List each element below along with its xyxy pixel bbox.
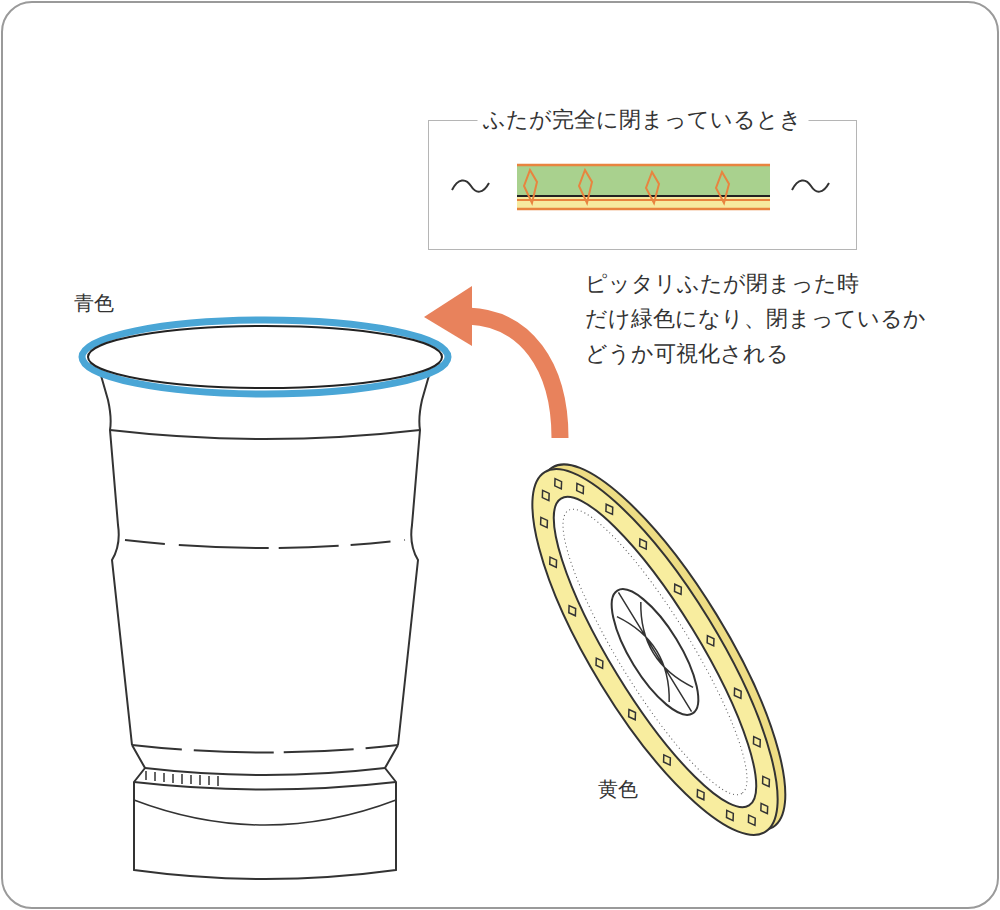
base-hatch <box>146 771 218 786</box>
cup-side <box>398 372 430 745</box>
yellow-layer <box>517 197 770 208</box>
seal-mark <box>552 477 565 491</box>
blue-rim <box>82 320 448 394</box>
cup-collar <box>110 430 420 439</box>
band-seam <box>517 195 770 197</box>
lid-center <box>596 578 714 727</box>
continuation-mark <box>452 180 489 191</box>
seal-mark <box>759 774 772 788</box>
seal-mark <box>539 488 552 502</box>
seal-mark <box>524 170 537 203</box>
seal-mark <box>723 808 736 822</box>
seal-mark <box>626 707 639 721</box>
seal-mark <box>660 753 673 767</box>
base-ring <box>145 768 385 775</box>
cup-rib <box>125 540 405 548</box>
curved-arrow <box>468 316 560 438</box>
cup-base <box>132 745 398 879</box>
seal-mark <box>574 481 587 495</box>
seal-mark <box>593 656 606 670</box>
seal-mark <box>716 172 729 203</box>
seal-mark <box>745 813 758 827</box>
cup-side <box>100 372 132 745</box>
explanation-note: ピッタリふたが閉まった時 だけ緑色になり、閉まっているか どうか可視化される <box>585 266 957 371</box>
cup <box>82 320 448 879</box>
cup-rib <box>132 745 398 753</box>
seal-mark <box>694 787 707 801</box>
inset-box: ふたが完全に閉まっているとき <box>428 120 857 250</box>
seal-mark <box>704 634 717 648</box>
seal-mark <box>579 170 592 203</box>
inset-heading: ふたが完全に閉まっているとき <box>477 106 808 134</box>
color-label: 青色 <box>74 290 114 316</box>
seal-mark <box>537 515 550 529</box>
band-edge <box>517 199 770 201</box>
color-label: 黄色 <box>598 776 638 802</box>
seal-mark <box>636 537 649 551</box>
arrow-head <box>424 286 472 346</box>
lid <box>491 434 827 864</box>
band-edge <box>517 164 770 167</box>
seal-mark <box>750 735 763 749</box>
green-layer <box>517 166 770 196</box>
seal-mark <box>646 172 659 203</box>
lid-hatch <box>538 492 773 813</box>
seal-mark <box>566 603 579 617</box>
lid-top <box>523 476 786 829</box>
band-edge <box>517 208 770 211</box>
base-curve <box>134 800 396 825</box>
lid-rim <box>491 439 819 865</box>
seal-band <box>517 165 770 209</box>
seal-mark <box>731 686 744 700</box>
lid-cross <box>606 585 703 719</box>
seal-mark <box>603 502 616 516</box>
seal-mark <box>547 555 560 569</box>
seal-mark <box>758 801 771 815</box>
lid-marks <box>502 452 809 853</box>
base-ring <box>134 782 396 790</box>
seal-mark <box>671 582 684 596</box>
rim-inner <box>88 326 442 388</box>
continuation-mark <box>792 180 829 191</box>
